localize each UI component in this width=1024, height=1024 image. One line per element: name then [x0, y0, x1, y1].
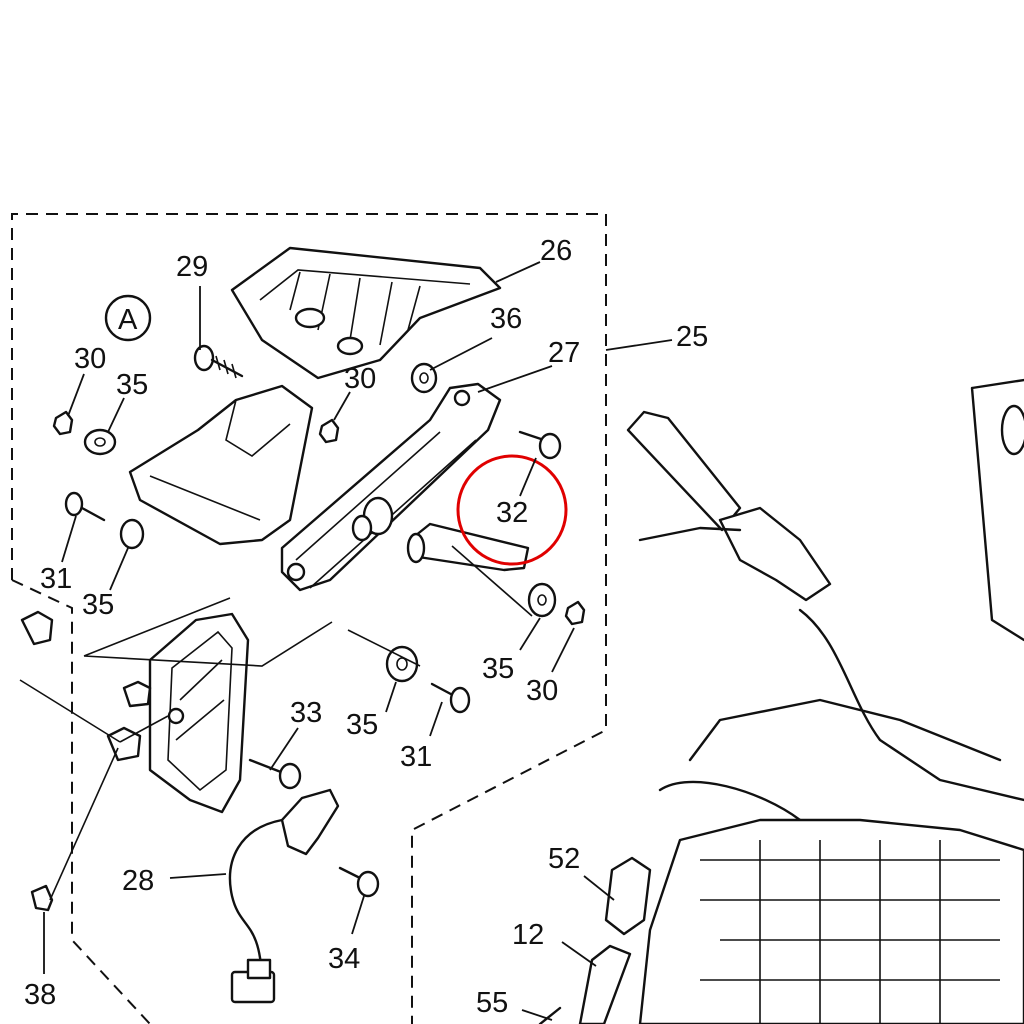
part-cover	[128, 384, 314, 546]
callout-32: 32	[496, 497, 528, 529]
callout-38: 38	[24, 979, 56, 1011]
handlebar-assembly	[538, 378, 1024, 1024]
callout-35-b: 35	[82, 589, 114, 621]
part-26-bracket	[230, 246, 502, 380]
callout-35-d: 35	[346, 709, 378, 741]
callout-31-b: 31	[400, 741, 432, 773]
callout-labels: 26 25 27 36 29 A 30 35 30 32 31 35 35 30…	[24, 235, 708, 1019]
part-27-arm	[280, 382, 502, 592]
callout-27: 27	[548, 337, 580, 369]
callout-35-a: 35	[116, 369, 148, 401]
callout-35-c: 35	[482, 653, 514, 685]
part-28-switch	[228, 788, 340, 1004]
part-lower-bracket	[148, 612, 250, 814]
highlight-circle	[456, 454, 568, 566]
callout-12: 12	[512, 919, 544, 951]
callout-26: 26	[540, 235, 572, 267]
callout-30-c: 30	[526, 675, 558, 707]
callout-25: 25	[676, 321, 708, 353]
callout-28: 28	[122, 865, 154, 897]
callout-33: 33	[290, 697, 322, 729]
callout-a: A	[118, 304, 138, 336]
callout-36: 36	[490, 303, 522, 335]
callout-52: 52	[548, 843, 580, 875]
alignment-lines	[19, 597, 421, 901]
part-32-collar	[406, 522, 533, 617]
callout-34: 34	[328, 943, 360, 975]
assembly-boundary	[11, 213, 607, 1024]
leader-lines	[43, 261, 673, 1021]
callout-31-a: 31	[40, 563, 72, 595]
hardware	[20, 344, 586, 912]
callout-a-circle	[104, 294, 152, 342]
callout-30-a: 30	[74, 343, 106, 375]
callout-30-b: 30	[344, 363, 376, 395]
callout-55: 55	[476, 987, 508, 1019]
callout-29: 29	[176, 251, 208, 283]
